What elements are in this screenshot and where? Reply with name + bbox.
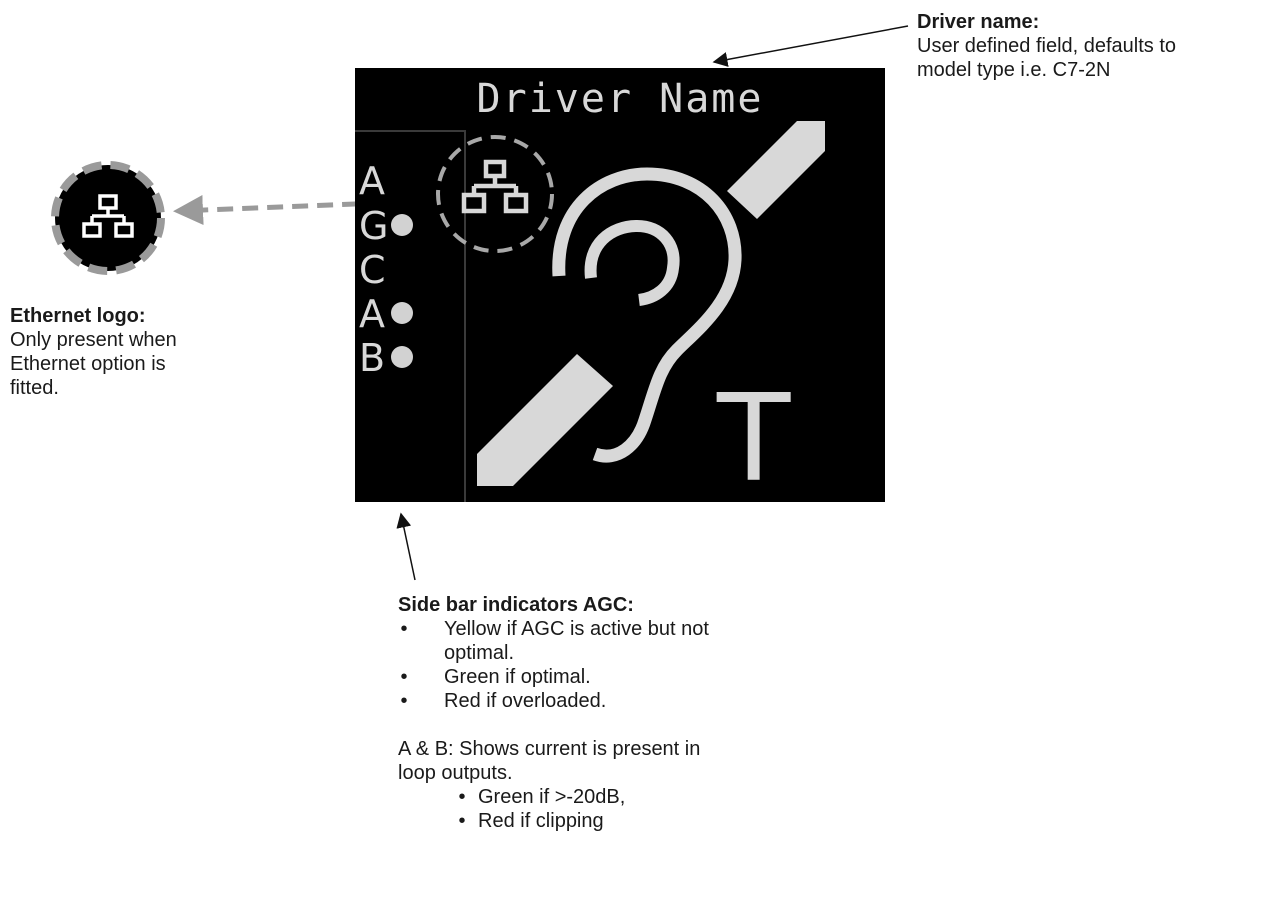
ab-bullet-red: •Red if clipping (458, 810, 604, 832)
ethernet-logo-desc-line-1: Only present when (10, 329, 177, 351)
driver-name-desc-line-1: User defined field, defaults to (917, 35, 1177, 57)
ear-inner (584, 219, 680, 306)
loop-a-indicator-led (391, 302, 413, 324)
agc-bullet-list: •Yellow if AGC is active but not optimal… (394, 617, 824, 713)
ethernet-icon (82, 194, 134, 238)
driver-name-label: Driver Name (476, 76, 764, 122)
display-graphics (436, 121, 825, 486)
ethernet-logo-callout: Ethernet logo: Only present when Etherne… (10, 304, 270, 400)
ab-bullet-green: •Green if >-20dB, (458, 786, 626, 808)
side-bar-callout: Side bar indicators AGC: •Yellow if AGC … (398, 593, 838, 833)
ab-bullet-list: •Green if >-20dB, •Red if clipping (456, 785, 838, 833)
ethernet-highlight-circle (436, 135, 554, 253)
diagonal-bar-upper (727, 121, 825, 219)
side-bar-top-divider (355, 130, 465, 132)
side-letter-a-loop: A (359, 292, 385, 336)
side-letter-b-loop: B (359, 336, 386, 380)
driver-name-callout: Driver name: User defined field, default… (917, 10, 1277, 82)
driver-name-heading: Driver name: (917, 11, 1040, 33)
ab-description: A & B: Shows current is present in loop … (398, 738, 701, 784)
side-bar-heading: Side bar indicators AGC: (398, 594, 634, 616)
side-bar-divider (464, 130, 466, 502)
ethernet-logo-zoom (48, 158, 168, 278)
side-letter-c: C (359, 248, 386, 292)
t-coil-letter: T (717, 370, 791, 502)
driver-name-arrow (712, 25, 909, 67)
hearing-loop-ear-icon (477, 121, 825, 486)
ethernet-logo-desc-line-2: Ethernet option is (10, 353, 166, 375)
agc-bullet-yellow: •Yellow if AGC is active but not optimal… (400, 618, 709, 664)
diagonal-bar-lower (477, 354, 613, 486)
side-bar-arrow (396, 512, 416, 581)
agc-bullet-red: •Red if overloaded. (400, 690, 607, 712)
ethernet-zoom-arrow (173, 195, 459, 226)
loop-b-indicator-led (391, 346, 413, 368)
side-letter-g: G (359, 204, 389, 248)
ethernet-logo-heading: Ethernet logo: (10, 305, 146, 327)
agc-indicator-led (391, 214, 413, 236)
ear-outer (552, 167, 742, 463)
agc-bullet-green: •Green if optimal. (400, 666, 591, 688)
driver-name-desc-line-2: model type i.e. C7-2N (917, 59, 1111, 81)
ethernet-logo-desc-line-3: fitted. (10, 377, 59, 399)
ethernet-icon (461, 159, 529, 214)
side-letter-a-agc: A (359, 159, 385, 203)
driver-display-screen: Driver Name A G C A B T (355, 68, 885, 502)
